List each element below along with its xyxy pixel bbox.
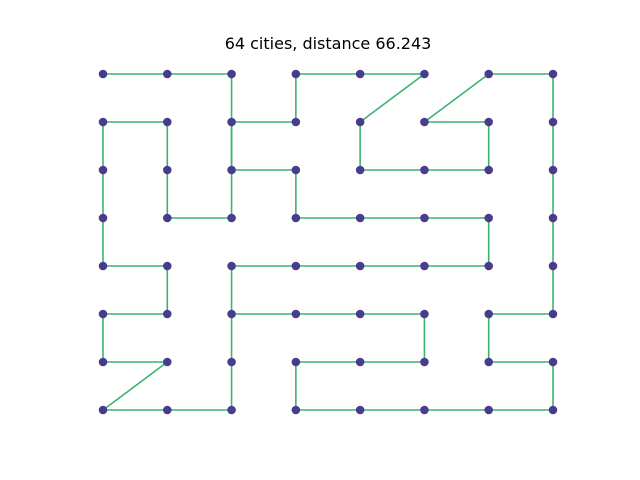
route-layer [102, 73, 554, 411]
city-point [548, 357, 558, 367]
city-point [162, 405, 172, 415]
city-point [484, 261, 494, 271]
city-point [162, 261, 172, 271]
city-point [98, 213, 108, 223]
city-point [291, 405, 301, 415]
city-point [484, 69, 494, 79]
city-point [420, 69, 429, 79]
city-point [98, 117, 108, 127]
city-point [484, 405, 494, 415]
city-point [227, 69, 236, 79]
city-point [548, 261, 558, 271]
city-point [484, 213, 494, 223]
city-point [227, 405, 236, 415]
city-point [420, 357, 429, 367]
city-point [420, 309, 429, 319]
city-point [291, 165, 301, 175]
city-point [420, 213, 429, 223]
city-point [484, 357, 494, 367]
city-point [420, 261, 429, 271]
city-point [484, 117, 494, 127]
chart-title: 64 cities, distance 66.243 [225, 34, 432, 53]
city-point [548, 117, 558, 127]
city-point [420, 117, 429, 127]
city-point [420, 165, 429, 175]
city-point [162, 309, 172, 319]
city-point [227, 357, 236, 367]
city-point [291, 69, 301, 79]
city-point [227, 309, 236, 319]
city-point [291, 309, 301, 319]
city-point [98, 69, 108, 79]
city-point [291, 117, 301, 127]
city-point [162, 213, 172, 223]
city-point [355, 405, 365, 415]
route-segment [359, 73, 426, 123]
city-point [355, 213, 365, 223]
city-point [162, 69, 172, 79]
city-point [162, 357, 172, 367]
city-point [548, 213, 558, 223]
city-point [98, 309, 108, 319]
city-point [98, 405, 108, 415]
city-point [227, 213, 236, 223]
city-point [291, 261, 301, 271]
route-segment [102, 361, 169, 411]
city-point [355, 309, 365, 319]
city-point [355, 69, 365, 79]
city-point [227, 117, 236, 127]
city-point [291, 213, 301, 223]
city-point [548, 165, 558, 175]
city-point [548, 309, 558, 319]
city-point [162, 165, 172, 175]
city-point [484, 309, 494, 319]
city-point [98, 357, 108, 367]
city-point [355, 165, 365, 175]
city-point [484, 165, 494, 175]
city-point [548, 405, 558, 415]
city-point [98, 261, 108, 271]
city-point [355, 357, 365, 367]
city-point [291, 357, 301, 367]
city-point [162, 117, 172, 127]
route-segment [423, 73, 490, 123]
city-point [548, 69, 558, 79]
city-point [98, 165, 108, 175]
city-point [420, 405, 429, 415]
city-point [355, 117, 365, 127]
city-point [355, 261, 365, 271]
city-layer [98, 69, 558, 415]
city-point [227, 165, 236, 175]
city-point [227, 261, 236, 271]
